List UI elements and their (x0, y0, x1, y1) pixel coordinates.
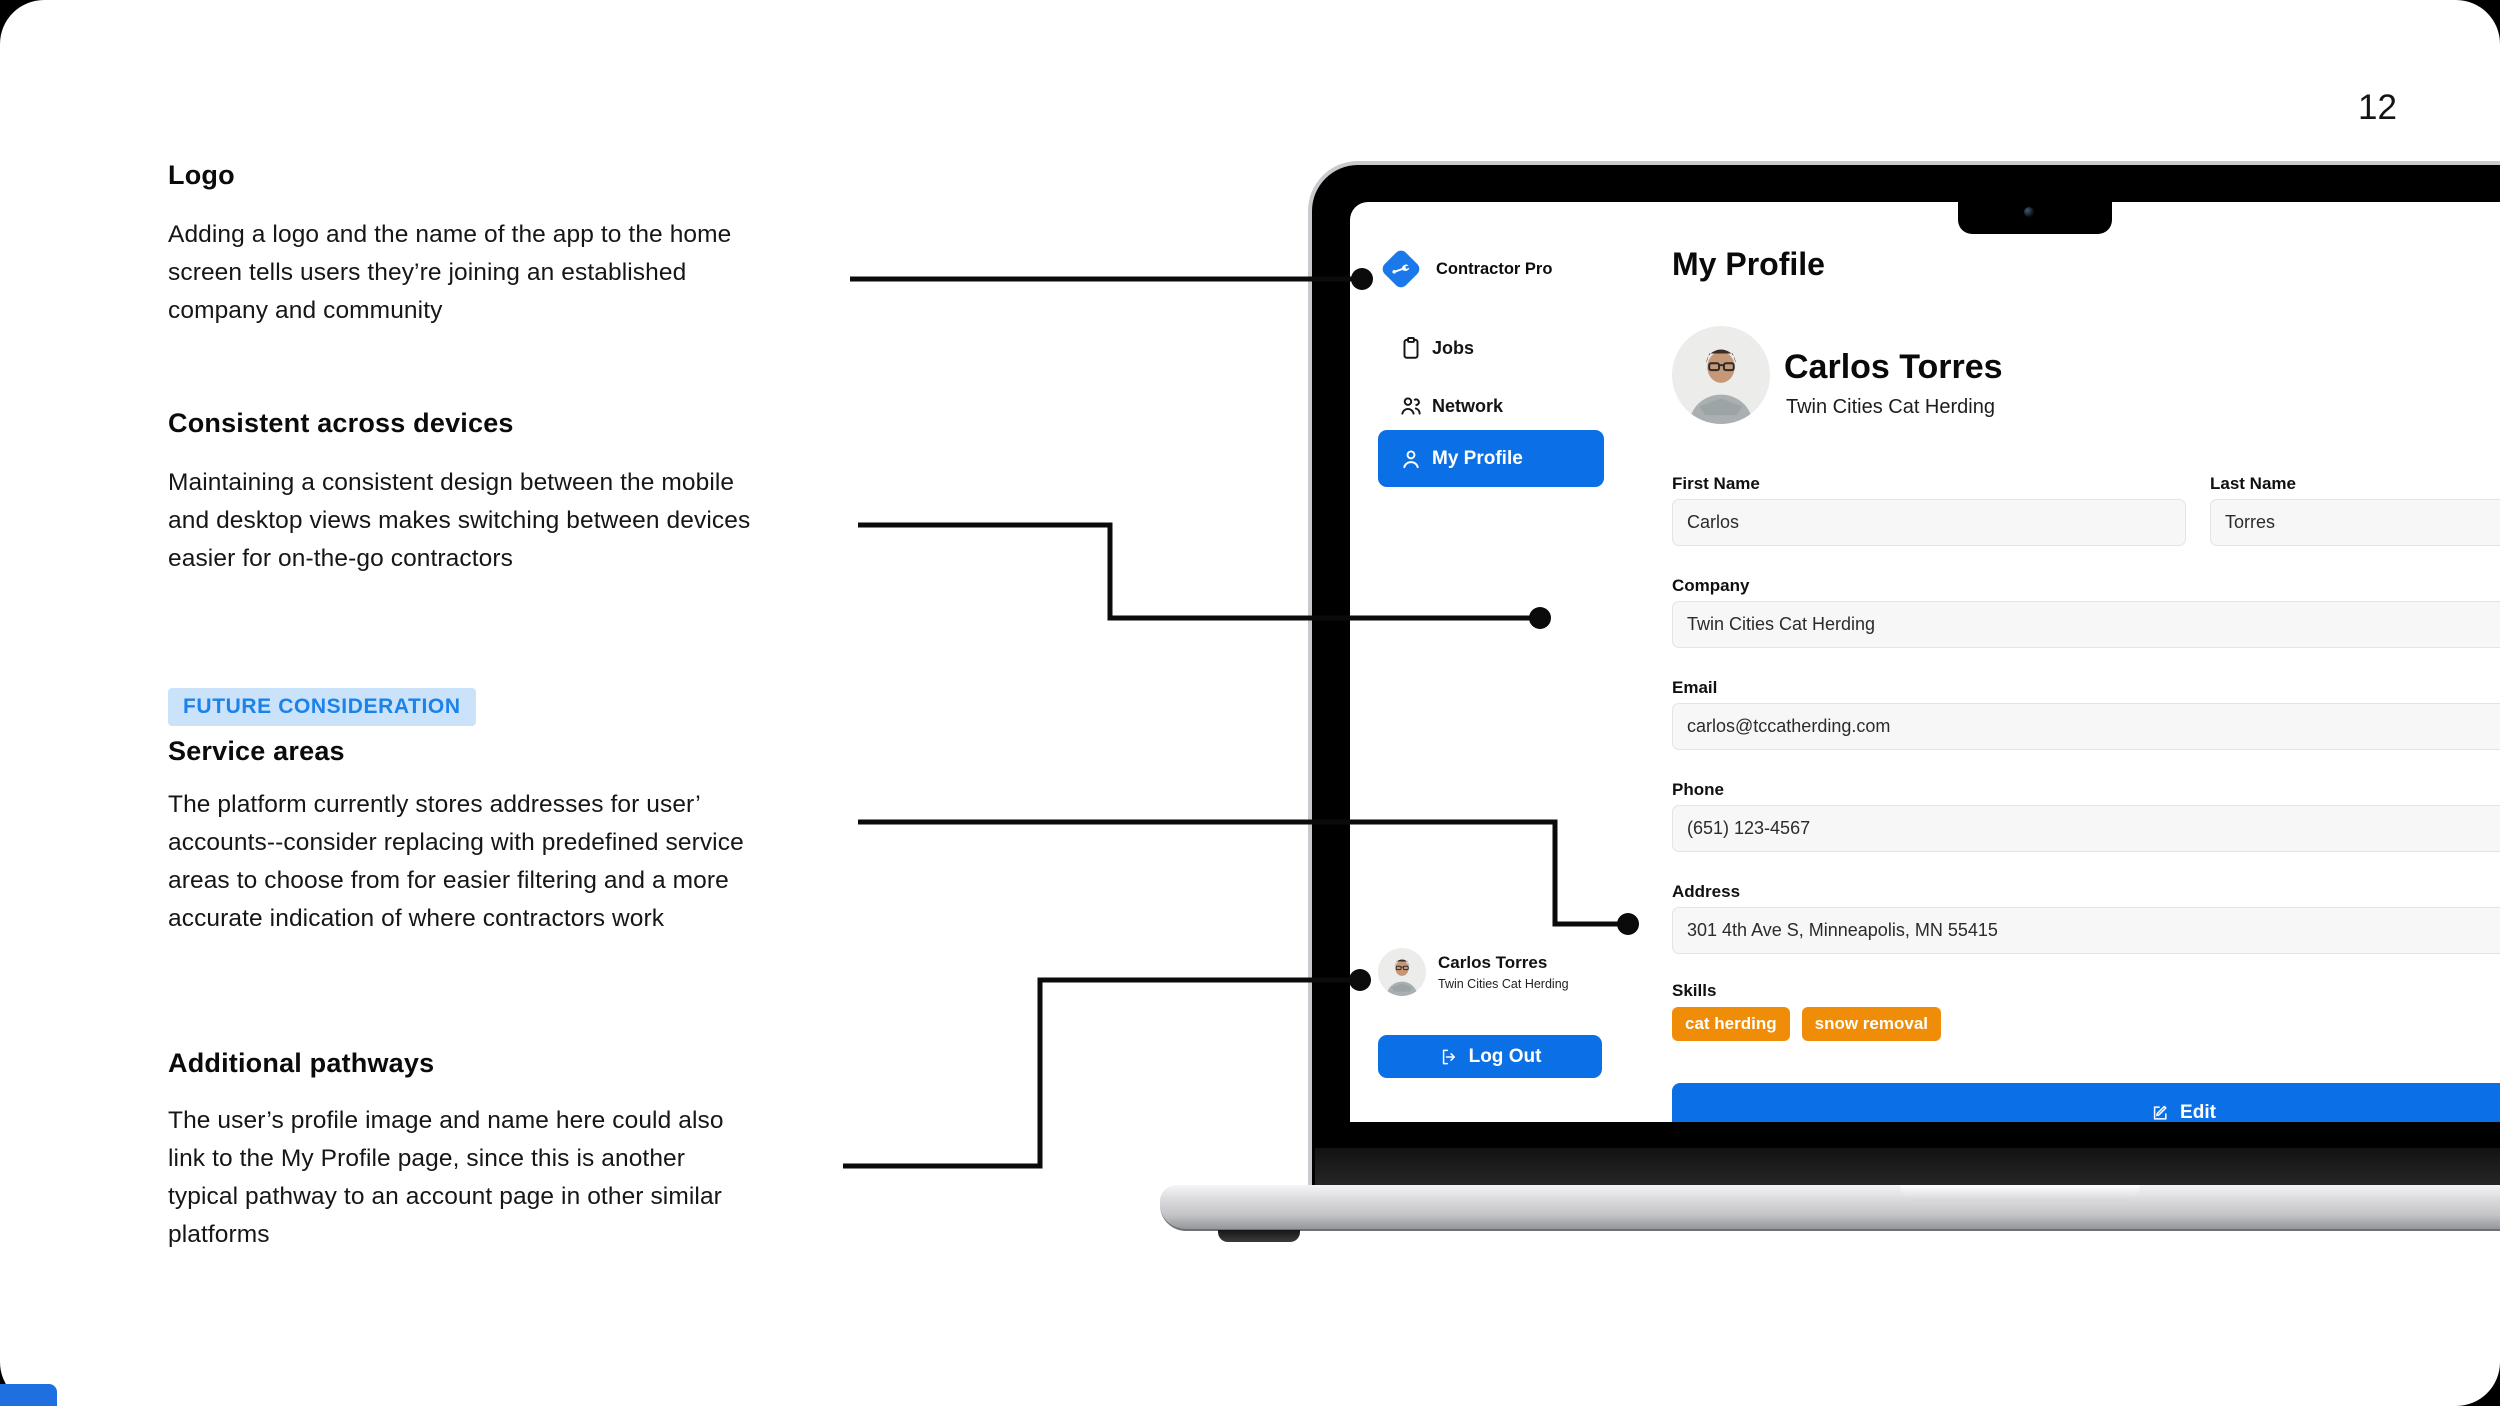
company-field[interactable] (1672, 601, 2500, 648)
email-field[interactable] (1672, 703, 2500, 750)
sidebar-item-jobs[interactable]: Jobs (1378, 326, 1604, 370)
annotation-consistent: Consistent across devices (168, 408, 758, 439)
sidebar-user-company: Twin Cities Cat Herding (1438, 977, 1569, 991)
sidebar-item-jobs-label: Jobs (1432, 337, 1475, 358)
profile-company: Twin Cities Cat Herding (1786, 396, 1995, 418)
page-number: 12 (2358, 88, 2397, 127)
sidebar-user-name: Carlos Torres (1438, 953, 1548, 972)
first-name-field[interactable] (1672, 499, 2186, 546)
sidebar-item-my-profile[interactable]: My Profile (1378, 430, 1604, 487)
avatar-portrait (1672, 326, 1770, 424)
edit-button[interactable]: Edit (1672, 1083, 2500, 1122)
brand-name: Contractor Pro (1436, 259, 1553, 278)
webcam-dot (2024, 207, 2034, 217)
logout-icon (1442, 1049, 1455, 1064)
future-consideration-badge: FUTURE CONSIDERATION (168, 688, 476, 726)
wrench-icon (1392, 264, 1410, 274)
laptop-lid-groove (1900, 1185, 2140, 1201)
sidebar-item-my-profile-label: My Profile (1432, 447, 1523, 469)
log-out-label: Log Out (1468, 1045, 1542, 1067)
page-corner-accent (0, 1384, 57, 1406)
annotation-consistent-title: Consistent across devices (168, 408, 514, 438)
contractor-pro-logo-icon (1379, 247, 1423, 291)
future-consideration-badge-wrap: FUTURE CONSIDERATION (168, 688, 758, 726)
edit-pencil-icon (2153, 1105, 2167, 1120)
annotation-pathways-body: The user’s profile image and name here c… (168, 1107, 724, 1248)
annotation-logo-body: Adding a logo and the name of the app to… (168, 221, 732, 324)
last-name-field[interactable] (2210, 499, 2500, 546)
skills-tags: cat herding snow removal (1672, 1007, 1941, 1041)
address-field[interactable] (1672, 907, 2500, 954)
sidebar-item-network-label: Network (1432, 395, 1504, 416)
annotation-service-body: The platform currently stores addresses … (168, 791, 744, 932)
sidebar-user-avatar (1378, 948, 1426, 996)
address-label: Address (1672, 882, 1741, 901)
page-title: My Profile (1672, 246, 1825, 282)
sidebar-item-network[interactable]: Network (1378, 384, 1604, 428)
laptop-base (1160, 1185, 2500, 1231)
laptop-notch (1958, 202, 2112, 234)
email-label: Email (1672, 678, 1718, 697)
log-out-button[interactable]: Log Out (1378, 1035, 1602, 1078)
person-icon (1403, 449, 1419, 468)
laptop-chin (1315, 1148, 2500, 1185)
annotation-service-title: Service areas (168, 736, 345, 766)
annotation-logo-body-wrap: Adding a logo and the name of the app to… (168, 216, 758, 330)
last-name-label: Last Name (2210, 474, 2296, 493)
profile-name: Carlos Torres (1784, 348, 2003, 386)
phone-field[interactable] (1672, 805, 2500, 852)
clipboard-icon (1403, 337, 1419, 359)
annotation-pathways: Additional pathways (168, 1048, 758, 1079)
company-label: Company (1672, 576, 1750, 595)
annotation-pathways-title: Additional pathways (168, 1048, 435, 1078)
sidebar-user-card: Carlos Torres Twin Cities Cat Herding (1378, 948, 1618, 996)
avatar-portrait (1378, 948, 1426, 996)
annotation-logo: Logo (168, 160, 758, 191)
first-name-label: First Name (1672, 474, 1760, 493)
profile-avatar (1672, 326, 1770, 424)
app-brand: Contractor Pro (1379, 246, 1553, 292)
annotation-consistent-body-wrap: Maintaining a consistent design between … (168, 464, 758, 578)
annotation-logo-title: Logo (168, 160, 235, 190)
app-screen: Contractor Pro Jobs Network My Prof (1350, 202, 2500, 1122)
annotation-service: Service areas (168, 736, 758, 767)
phone-label: Phone (1672, 780, 1724, 799)
laptop-foot (1218, 1230, 1300, 1242)
skill-tag: snow removal (1801, 1007, 1941, 1041)
annotation-service-body-wrap: The platform currently stores addresses … (168, 786, 758, 938)
people-icon (1401, 397, 1421, 415)
skills-label: Skills (1672, 981, 1717, 1000)
edit-label: Edit (2180, 1102, 2216, 1122)
annotation-pathways-body-wrap: The user’s profile image and name here c… (168, 1102, 758, 1254)
skill-tag: cat herding (1672, 1007, 1790, 1041)
annotation-consistent-body: Maintaining a consistent design between … (168, 469, 751, 572)
